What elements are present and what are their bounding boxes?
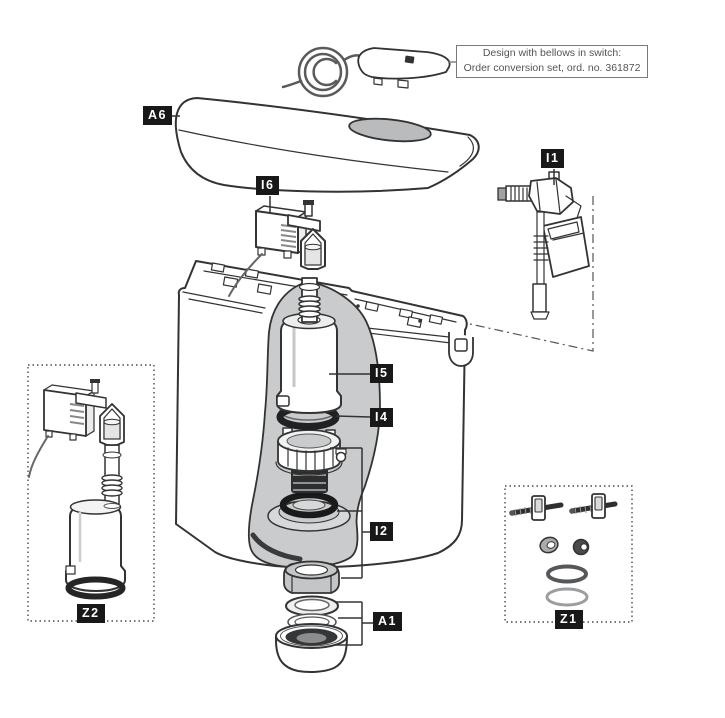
z1-fixing-set-box [504, 485, 633, 623]
outlet-o-ring [279, 491, 339, 519]
note-line-2: Order conversion set, ord. no. 361872 [463, 62, 641, 74]
note-line-1: Design with bellows in switch: [482, 47, 622, 59]
plate-clip [373, 77, 383, 86]
fixing-bolt [569, 493, 618, 519]
gasket-o-ring-dark [546, 564, 588, 584]
fixing-bolt [509, 495, 564, 521]
part-label-z1: Z1 [555, 610, 583, 629]
cistern-lid [174, 97, 480, 193]
part-label-i4: I4 [370, 408, 394, 427]
z1-dashed-frame [504, 485, 633, 623]
valve-shank [532, 283, 547, 313]
wall-slot [256, 283, 273, 295]
wall-slot [406, 316, 423, 328]
actuator-plate [357, 47, 451, 80]
cable-coil [297, 46, 349, 98]
rim-clip [210, 262, 226, 273]
body-port [276, 395, 290, 407]
fill-valve [460, 171, 594, 352]
part-label-a6: A6 [143, 106, 172, 125]
rim-clip [398, 308, 414, 319]
lid-body [174, 97, 480, 193]
inlet-cap [497, 187, 507, 201]
part-label-i6: I6 [256, 176, 280, 195]
float-arm [565, 195, 582, 219]
z2-valve-seal [65, 576, 126, 600]
bellows-conversion-kit [281, 46, 456, 98]
z2-assembly-box [27, 364, 155, 622]
rim-clip [364, 301, 380, 312]
leader-i2-bracket [330, 447, 370, 579]
part-label-z2: Z2 [77, 604, 105, 623]
gasket-o-ring-light [545, 587, 589, 607]
part-label-a1: A1 [373, 612, 402, 631]
leader-a1-bracket [335, 601, 373, 646]
leader-i4 [335, 415, 371, 418]
flush-valve-stack [228, 200, 347, 476]
outlet-parts [275, 560, 348, 673]
conversion-note-box: Design with bellows in switch: Order con… [456, 45, 648, 78]
part-label-i5: I5 [370, 364, 394, 383]
z2-dashed-frame [27, 364, 155, 622]
lid-push-button [348, 117, 432, 143]
part-label-i2: I2 [370, 522, 394, 541]
plate-switch-detail [404, 55, 415, 64]
cut-material-edge [250, 532, 303, 562]
mounting-position-line [460, 196, 594, 352]
plate-clip [397, 79, 409, 89]
rim-clip [428, 314, 444, 325]
part-label-i1: I1 [541, 149, 565, 168]
fixing-tab-hole [454, 338, 468, 352]
cage-screw [335, 451, 347, 463]
actuator-cable [228, 253, 263, 297]
z2-cable [28, 435, 49, 478]
actuator-bracket [287, 214, 321, 232]
